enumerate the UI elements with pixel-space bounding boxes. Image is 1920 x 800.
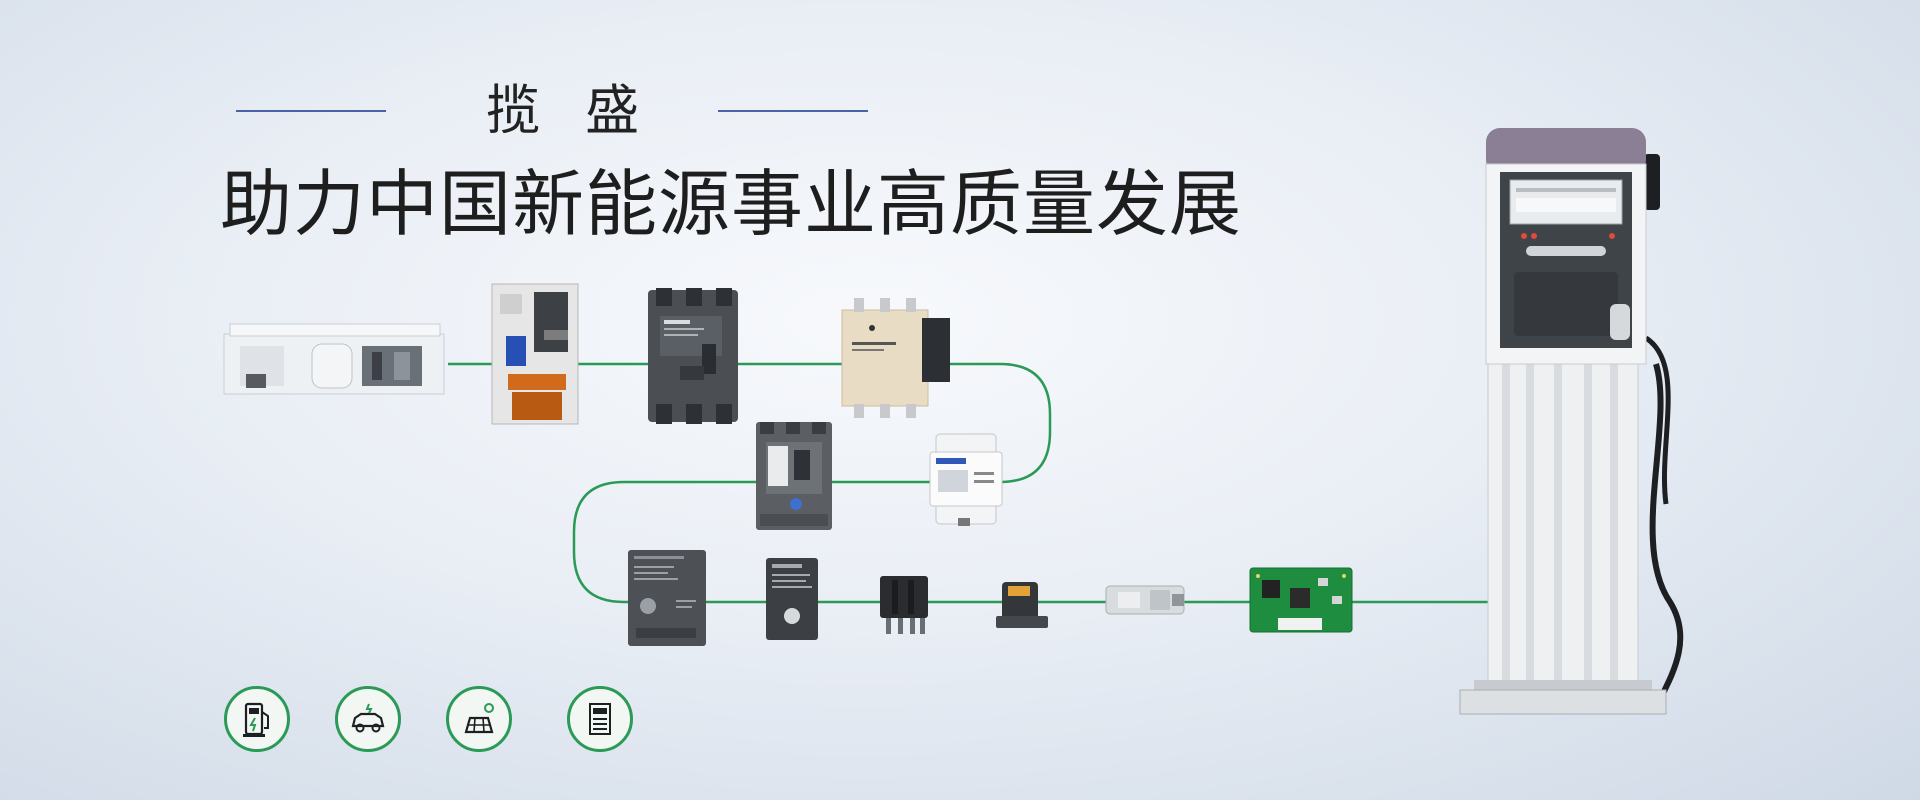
title-left-rule	[236, 110, 386, 112]
product-electronic-lock	[1104, 580, 1186, 624]
energy-storage-cabinet-icon	[567, 686, 633, 752]
product-temperature-switch	[994, 580, 1050, 636]
product-battery-cooling-unit	[222, 322, 448, 404]
product-air-circuit-breaker	[488, 280, 584, 432]
solar-panel-icon	[446, 686, 512, 752]
charging-station-icon	[224, 686, 290, 752]
electric-car-icon	[335, 686, 401, 752]
product-compact-breaker	[754, 420, 834, 536]
product-current-sensor	[626, 548, 708, 652]
brand-name: 揽 盛	[486, 79, 654, 142]
ev-charging-pile	[1434, 124, 1704, 724]
product-molded-case-breaker	[646, 286, 742, 430]
title-right-rule	[718, 110, 868, 112]
product-control-pcb	[1248, 566, 1354, 640]
product-ac-contactor	[838, 298, 954, 422]
product-relay-module	[878, 574, 930, 640]
headline: 助力中国新能源事业高质量发展	[220, 162, 1243, 246]
product-din-energy-meter	[928, 432, 1004, 532]
product-leakage-current-sensor	[764, 556, 820, 646]
